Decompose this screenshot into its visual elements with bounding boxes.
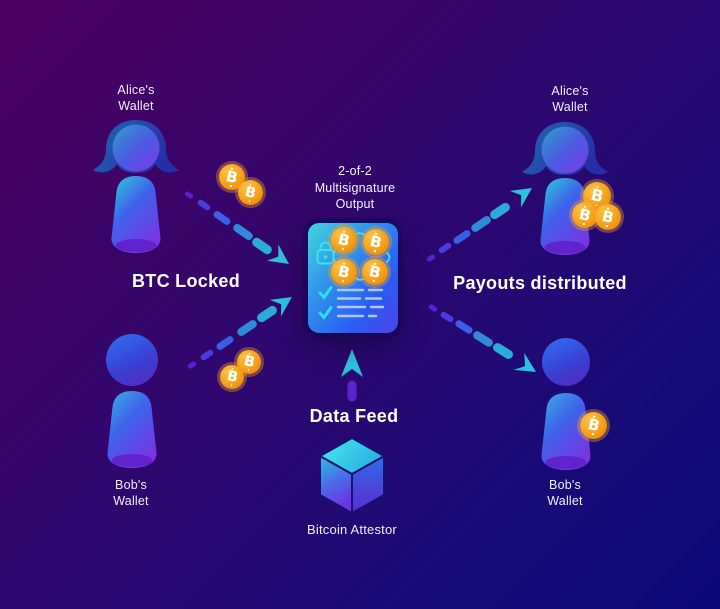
- bitcoin-attestor-label: Bitcoin Attestor: [307, 522, 397, 537]
- bob-left-wallet-label: Bob's Wallet: [113, 478, 148, 509]
- bitcoin-icon: B: [241, 352, 257, 372]
- data-feed-arrow: [341, 349, 363, 402]
- body: [540, 178, 590, 255]
- body: [541, 393, 591, 470]
- bitcoin-coin: B: [595, 204, 621, 230]
- arrowhead-icon: [513, 352, 536, 372]
- bitcoin-icon: B: [367, 261, 383, 282]
- check-icon: [318, 306, 333, 320]
- multisig-title: 2-of-2 Multisignature Output: [315, 163, 396, 213]
- btc-locked-label: BTC Locked: [131, 271, 241, 291]
- base: [544, 241, 586, 254]
- bob-left-figure: [106, 334, 158, 468]
- base: [111, 454, 153, 467]
- label-line: Wallet: [113, 493, 149, 508]
- bitcoin-icon: B: [585, 414, 602, 436]
- label-line: Wallet: [552, 99, 588, 114]
- arrowhead-icon: [509, 188, 532, 208]
- bitcoin-icon: B: [588, 184, 606, 207]
- bitcoin-coin: B: [238, 180, 263, 205]
- bitcoin-icon: B: [336, 229, 352, 250]
- arrowhead-icon: [341, 349, 363, 377]
- bitcoin-coin: B: [580, 412, 607, 439]
- label-line: Wallet: [547, 493, 583, 508]
- bitcoin-coin: B: [363, 229, 389, 255]
- data-feed-label: Data Feed: [309, 406, 399, 426]
- bob-right-wallet-label: Bob's Wallet: [547, 478, 582, 509]
- check-icon: [318, 286, 333, 300]
- bitcoin-coin: B: [572, 202, 598, 228]
- bitcoin-icon: B: [577, 204, 593, 225]
- payouts-distributed-label: Payouts distributed: [453, 273, 627, 293]
- head: [112, 124, 160, 172]
- bitcoin-icon: B: [224, 166, 240, 187]
- title-line: Output: [335, 197, 375, 211]
- title-line: 2-of-2: [338, 164, 372, 178]
- base: [545, 456, 587, 469]
- multisig-output-card: B B B B: [308, 223, 398, 333]
- label-line: Bob's: [549, 478, 581, 492]
- bob-right-figure: [541, 338, 591, 470]
- base: [115, 239, 157, 252]
- bitcoin-coin: B: [331, 259, 357, 285]
- bitcoin-icon: B: [224, 367, 240, 387]
- arrow-bob-to-card: [187, 297, 292, 369]
- body: [107, 391, 157, 468]
- lock-icon: [316, 241, 335, 265]
- label-line: Wallet: [118, 98, 154, 113]
- bitcoin-icon: B: [243, 183, 258, 202]
- bitcoin-icon: B: [368, 231, 384, 252]
- bitcoin-coin: B: [362, 259, 388, 285]
- head: [542, 338, 590, 386]
- label-line: Alice's: [551, 84, 589, 98]
- bitcoin-coin: B: [331, 227, 357, 253]
- bitcoin-coin: B: [237, 350, 261, 374]
- alice-left-figure: [93, 120, 179, 253]
- alice-left-wallet-label: Alice's Wallet: [117, 83, 154, 114]
- bitcoin-icon: B: [600, 206, 616, 227]
- cube-top-face: [319, 437, 385, 475]
- label-line: Alice's: [117, 83, 155, 97]
- head: [106, 334, 158, 386]
- bitcoin-icon: B: [336, 261, 352, 282]
- alice-right-figure: [522, 122, 608, 255]
- arrowhead-icon: [269, 297, 292, 317]
- body: [111, 176, 161, 253]
- arrow-alice-to-card: [184, 191, 289, 264]
- head: [541, 126, 589, 174]
- arrowhead-icon: [266, 244, 289, 264]
- alice-right-wallet-label: Alice's Wallet: [551, 84, 588, 115]
- checklist: [318, 286, 385, 320]
- arrow-card-to-bob: [428, 304, 536, 372]
- arrow-card-to-alice: [426, 188, 532, 262]
- bitcoin-attestor-cube: [319, 437, 385, 514]
- label-line: Bob's: [115, 478, 147, 492]
- title-line: Multisignature: [314, 180, 396, 195]
